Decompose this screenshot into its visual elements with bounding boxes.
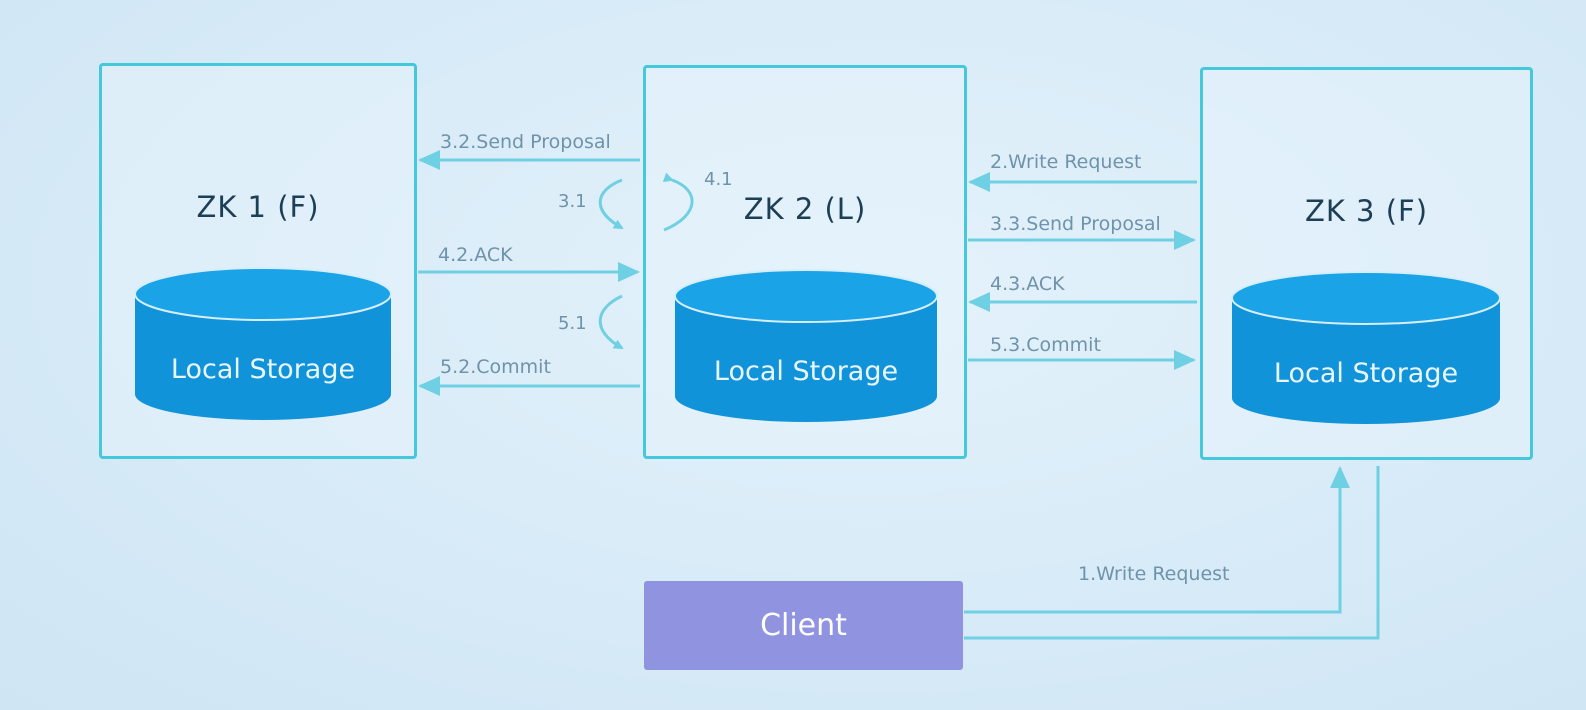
self-loop-5-1 xyxy=(598,294,624,350)
zk2-storage: Local Storage xyxy=(673,268,939,424)
zk2-storage-label: Local Storage xyxy=(713,356,899,387)
label-commit-zk1: 5.2.Commit xyxy=(440,356,551,378)
label-ack-zk3: 4.3.ACK xyxy=(990,273,1065,295)
self-loop-3-1 xyxy=(598,178,624,230)
zk3-title: ZK 3 (F) xyxy=(1304,194,1429,228)
label-write-request-zk2: 2.Write Request xyxy=(990,151,1142,173)
zk1-storage-label: Local Storage xyxy=(170,354,356,385)
label-send-proposal-zk3: 3.3.Send Proposal xyxy=(990,213,1161,235)
database-icon xyxy=(674,269,938,422)
zk3-storage: Local Storage xyxy=(1230,270,1502,426)
zk2-title: ZK 2 (L) xyxy=(743,192,867,226)
label-4-1: 4.1 xyxy=(704,169,733,190)
database-icon xyxy=(134,267,392,420)
label-ack-zk1: 4.2.ACK xyxy=(438,244,513,266)
zk3-node: ZK 3 (F) Local Storage xyxy=(1200,67,1533,460)
label-send-proposal-zk1: 3.2.Send Proposal xyxy=(440,131,611,153)
zk1-title: ZK 1 (F) xyxy=(196,190,320,224)
label-commit-zk3: 5.3.Commit xyxy=(990,334,1101,356)
line-zk3-to-client xyxy=(964,466,1380,640)
zk1-node: ZK 1 (F) Local Storage xyxy=(99,63,417,459)
client-box: Client xyxy=(644,581,963,670)
self-loop-4-1 xyxy=(662,172,694,232)
zk3-storage-label: Local Storage xyxy=(1273,358,1459,389)
arrow-client-write-request xyxy=(964,466,1350,614)
label-5-1: 5.1 xyxy=(558,313,587,334)
database-icon xyxy=(1231,271,1501,424)
label-3-1: 3.1 xyxy=(558,191,587,212)
zk2-node: ZK 2 (L) Local Storage xyxy=(643,65,967,459)
zk1-storage: Local Storage xyxy=(133,266,393,422)
label-client-write-request: 1.Write Request xyxy=(1078,563,1230,585)
